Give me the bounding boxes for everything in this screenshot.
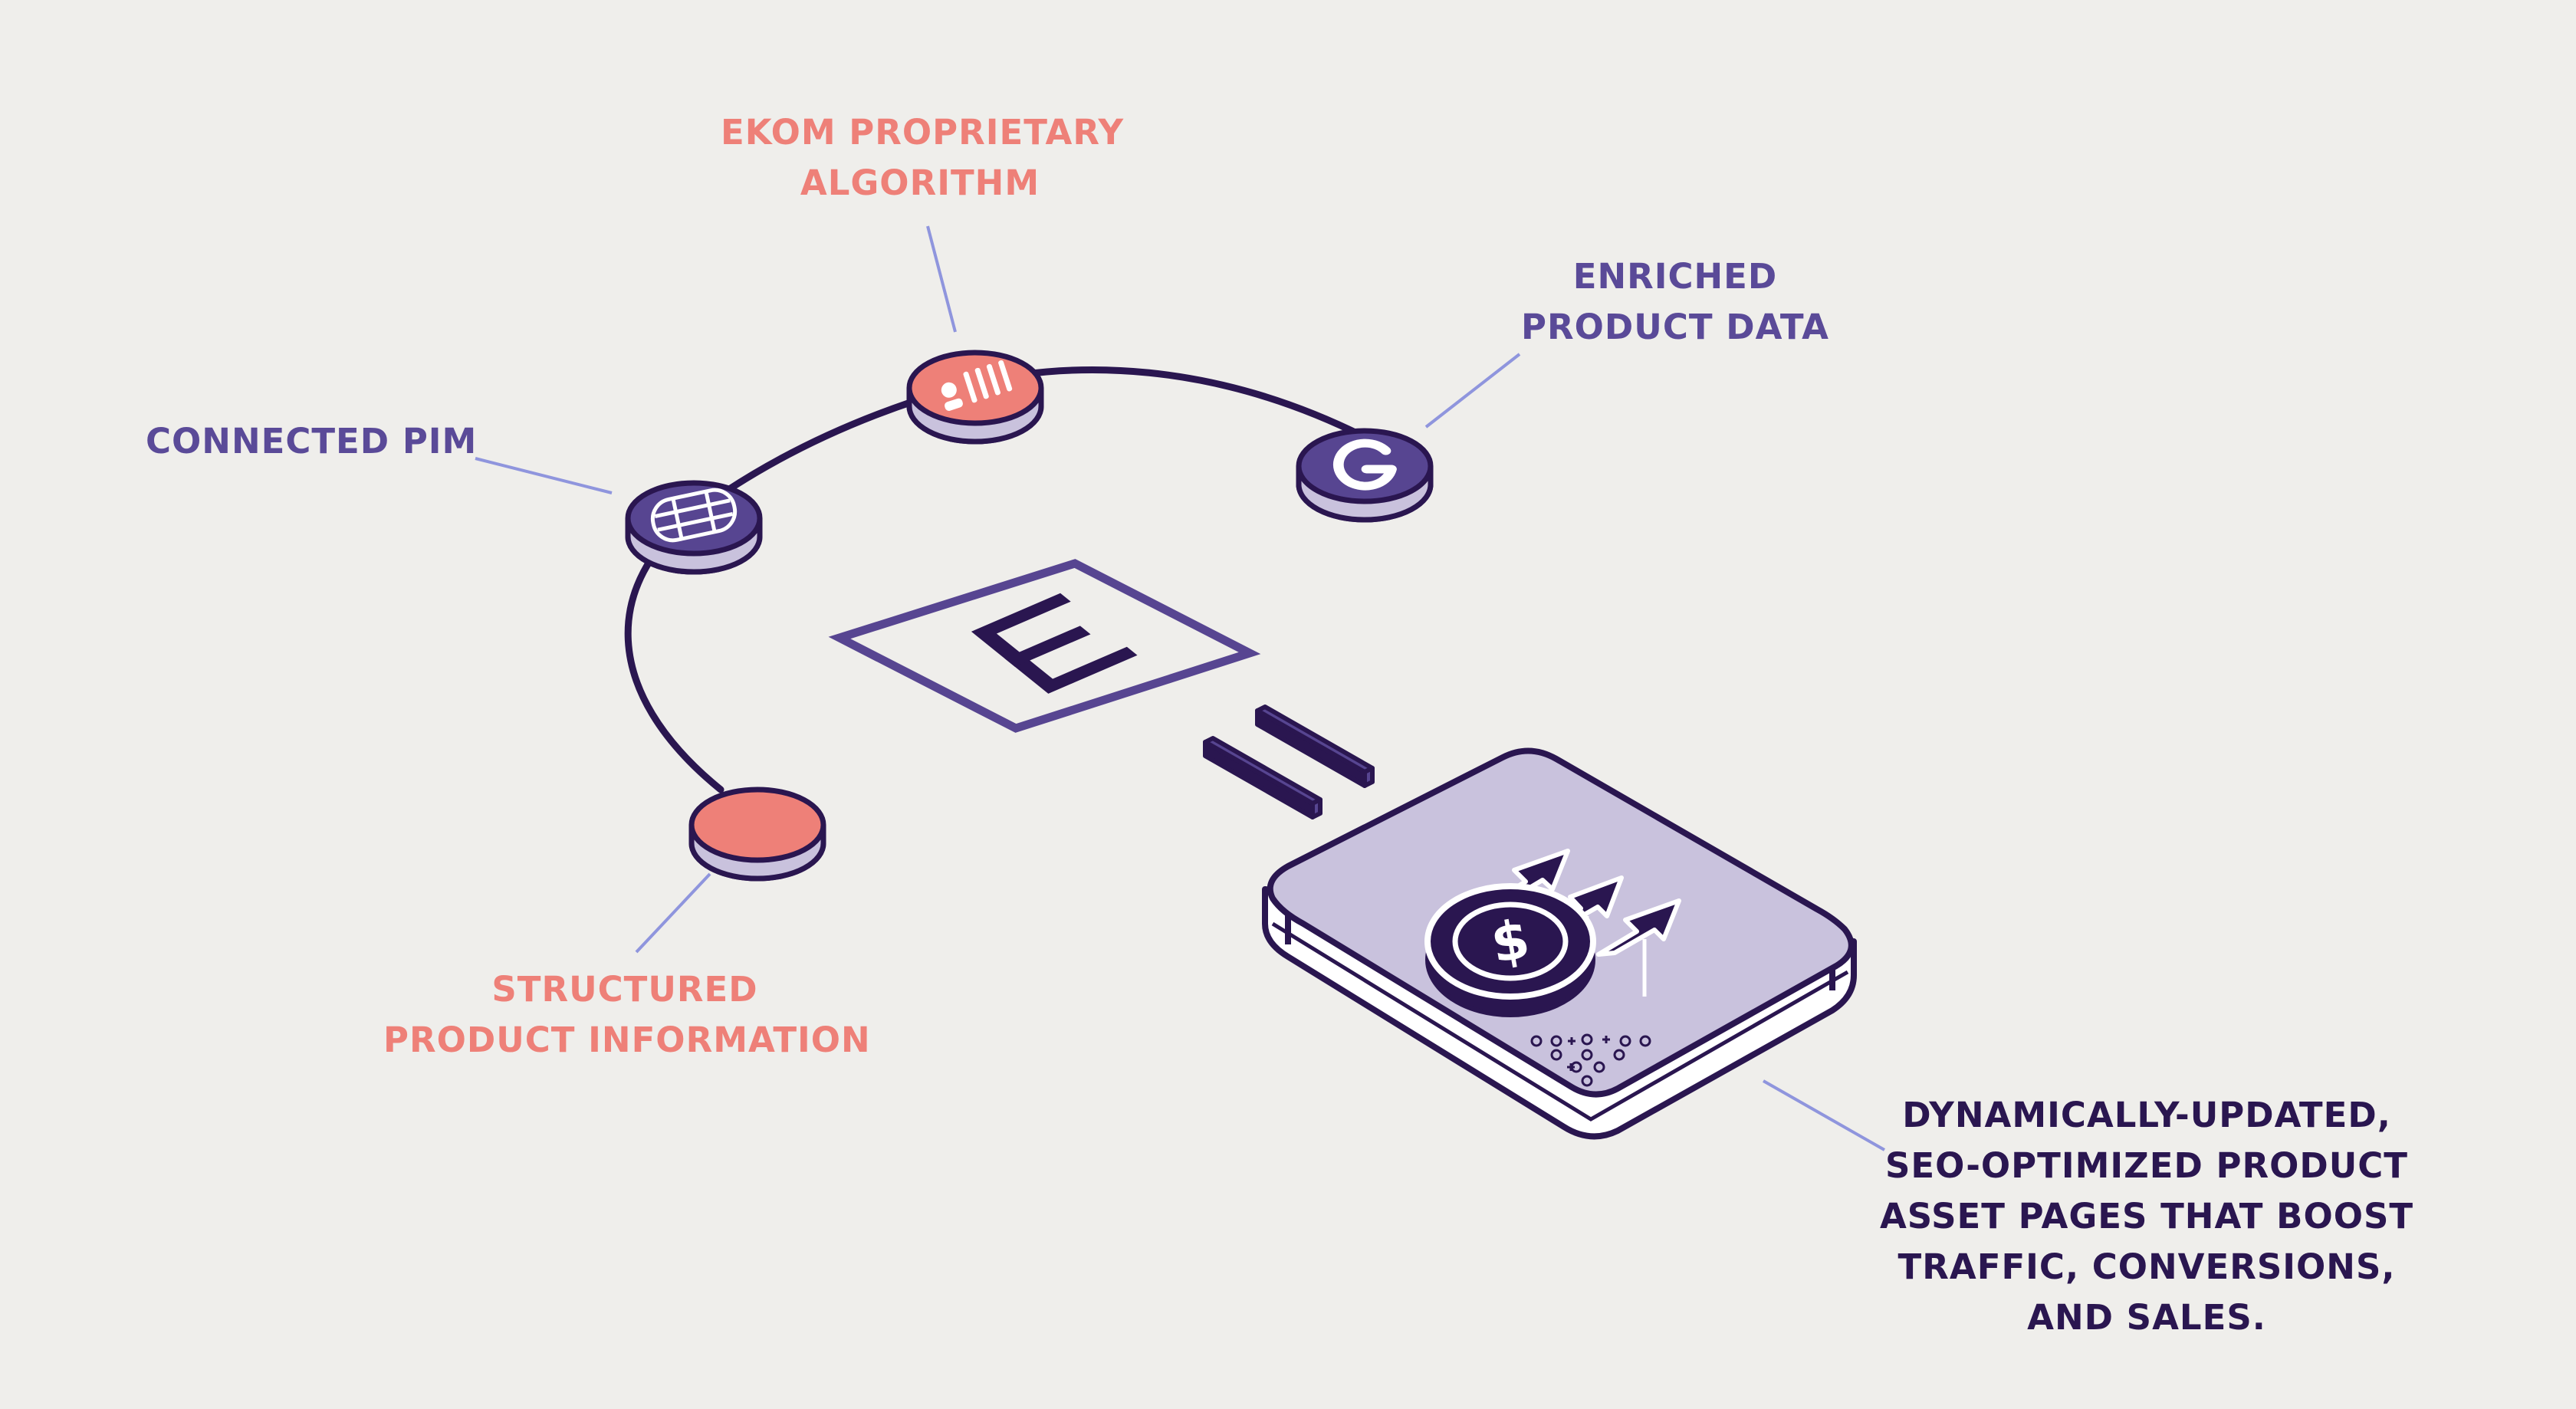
label-algorithm: EKOM PROPRIETARY ALGORITHM [721, 112, 1125, 203]
pim-node [625, 480, 763, 575]
structured-node [688, 787, 826, 882]
leader-lines [475, 225, 1885, 1151]
enriched-node [1296, 428, 1434, 523]
label-pim: CONNECTED PIM [146, 421, 478, 461]
algorithm-node [906, 350, 1044, 445]
g-logo-icon [1332, 438, 1397, 491]
connector-arc [624, 366, 1368, 793]
ekom-e-logo [828, 559, 1261, 733]
label-structured: STRUCTURED PRODUCT INFORMATION [383, 969, 871, 1060]
equals-sign [1203, 704, 1375, 819]
label-enriched: ENRICHED PRODUCT DATA [1521, 256, 1829, 347]
label-output: DYNAMICALLY-UPDATED, SEO-OPTIMIZED PRODU… [1879, 1095, 2414, 1338]
dollar-growth-icon: $ [1424, 849, 1681, 1017]
algorithm-icon [941, 360, 1013, 411]
database-icon [650, 488, 738, 543]
